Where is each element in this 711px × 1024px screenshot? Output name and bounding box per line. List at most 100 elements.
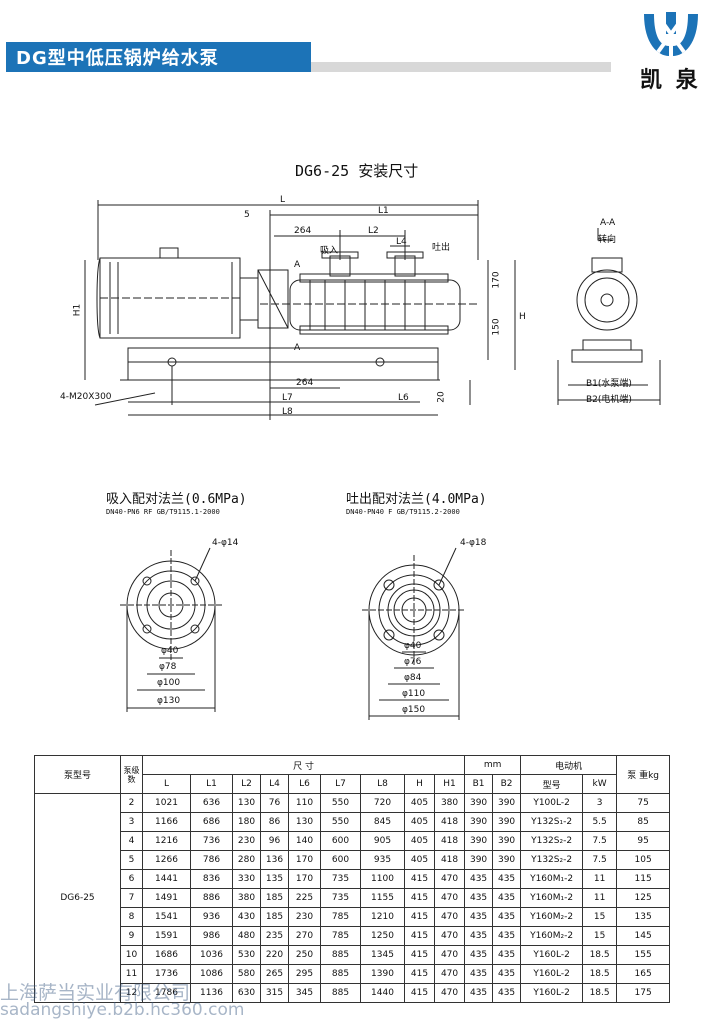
table-cell: Y160M₁-2 xyxy=(520,888,584,908)
table-cell: 155 xyxy=(616,945,671,965)
table-cell: 418 xyxy=(433,850,466,870)
table-cell: 1441 xyxy=(142,869,191,889)
table-cell: 1210 xyxy=(360,907,405,927)
table-cell: 935 xyxy=(360,850,405,870)
table-cell: 380 xyxy=(232,888,261,908)
dim-264-top: 264 xyxy=(294,226,312,236)
table-cell: 845 xyxy=(360,812,405,832)
table-cell: 580 xyxy=(232,964,261,984)
table-cell: 735 xyxy=(320,888,361,908)
table-cell: 415 xyxy=(404,964,435,984)
table-cell: 435 xyxy=(464,926,494,946)
table-cell: 470 xyxy=(433,964,466,984)
table-cell: 886 xyxy=(190,888,233,908)
dim-L1: L1 xyxy=(378,206,389,216)
table-cell: 530 xyxy=(232,945,261,965)
table-cell: 1136 xyxy=(190,983,233,1003)
table-cell: 220 xyxy=(260,945,289,965)
table-cell: 480 xyxy=(232,926,261,946)
header-unit: mm xyxy=(464,755,522,775)
dim-L: L xyxy=(280,195,286,205)
table-cell: 600 xyxy=(320,831,361,851)
table-cell: Y100L-2 xyxy=(520,793,584,813)
table-cell: 435 xyxy=(464,945,494,965)
table-cell: 5.5 xyxy=(582,812,618,832)
col-H: H xyxy=(404,774,435,794)
table-cell: 1345 xyxy=(360,945,405,965)
table-cell: 7.5 xyxy=(582,850,618,870)
table-cell: 75 xyxy=(616,793,671,813)
dim-150: 150 xyxy=(491,318,502,336)
table-cell: 125 xyxy=(616,888,671,908)
table-cell: 185 xyxy=(260,907,289,927)
suction-flange-title: 吸入配对法兰(0.6MPa) xyxy=(106,492,247,507)
table-cell: 435 xyxy=(464,964,494,984)
table-cell: 390 xyxy=(464,831,494,851)
table-cell: 270 xyxy=(288,926,321,946)
col-B1: B1 xyxy=(464,774,494,794)
table-cell: 330 xyxy=(232,869,261,889)
table-cell: 390 xyxy=(464,812,494,832)
table-cell: 470 xyxy=(433,907,466,927)
table-cell: 230 xyxy=(232,831,261,851)
table-cell: 15 xyxy=(582,926,618,946)
table-cell: 1591 xyxy=(142,926,191,946)
table-cell: 18.5 xyxy=(582,983,618,1003)
dim-H1: H1 xyxy=(72,303,83,317)
table-cell: 76 xyxy=(260,793,289,813)
table-cell: 470 xyxy=(433,945,466,965)
table-cell: 415 xyxy=(404,888,435,908)
table-cell: 136 xyxy=(260,850,289,870)
table-cell: 280 xyxy=(232,850,261,870)
table-cell: 230 xyxy=(288,907,321,927)
table-cell: 435 xyxy=(464,888,494,908)
table-cell: 250 xyxy=(288,945,321,965)
suction-dim-130: φ130 xyxy=(157,696,181,706)
header-stages: 泵级数 xyxy=(120,755,143,794)
table-cell: 85 xyxy=(616,812,671,832)
table-cell: Y132S₂-2 xyxy=(520,831,584,851)
dim-170: 170 xyxy=(491,271,502,289)
table-cell: 786 xyxy=(190,850,233,870)
outlet-label: 吐出 xyxy=(432,243,451,253)
table-cell: 1440 xyxy=(360,983,405,1003)
table-cell: 415 xyxy=(404,869,435,889)
table-cell: 836 xyxy=(190,869,233,889)
table-cell: Y160L-2 xyxy=(520,964,584,984)
table-cell: Y160M₁-2 xyxy=(520,869,584,889)
table-cell: Y160M₂-2 xyxy=(520,907,584,927)
table-cell: 470 xyxy=(433,926,466,946)
discharge-dim-40: φ40 xyxy=(404,641,422,651)
table-cell: 390 xyxy=(492,812,522,832)
header-weight: 泵 重kg xyxy=(616,755,671,794)
table-cell: 1250 xyxy=(360,926,405,946)
table-cell: 3 xyxy=(582,793,618,813)
table-cell: 105 xyxy=(616,850,671,870)
table-cell: 4 xyxy=(120,831,143,851)
table-cell: 380 xyxy=(433,793,466,813)
table-cell: 600 xyxy=(320,850,361,870)
table-cell: 986 xyxy=(190,926,233,946)
suction-dim-78: φ78 xyxy=(159,662,177,672)
table-cell: 405 xyxy=(404,793,435,813)
table-cell: 885 xyxy=(320,945,361,965)
table-cell: Y132S₁-2 xyxy=(520,812,584,832)
table-cell: 390 xyxy=(492,793,522,813)
table-cell: 170 xyxy=(288,850,321,870)
table-cell: 175 xyxy=(616,983,671,1003)
suction-dim-100: φ100 xyxy=(157,678,181,688)
table-cell: 180 xyxy=(232,812,261,832)
model-cell: DG6-25 xyxy=(34,793,121,1003)
table-cell: 405 xyxy=(404,831,435,851)
table-cell: 235 xyxy=(260,926,289,946)
table-cell: 10 xyxy=(120,945,143,965)
table-cell: 145 xyxy=(616,926,671,946)
page-title: DG型中低压锅炉给水泵 xyxy=(16,48,219,69)
table-cell: 185 xyxy=(260,888,289,908)
col-H1: H1 xyxy=(433,774,466,794)
